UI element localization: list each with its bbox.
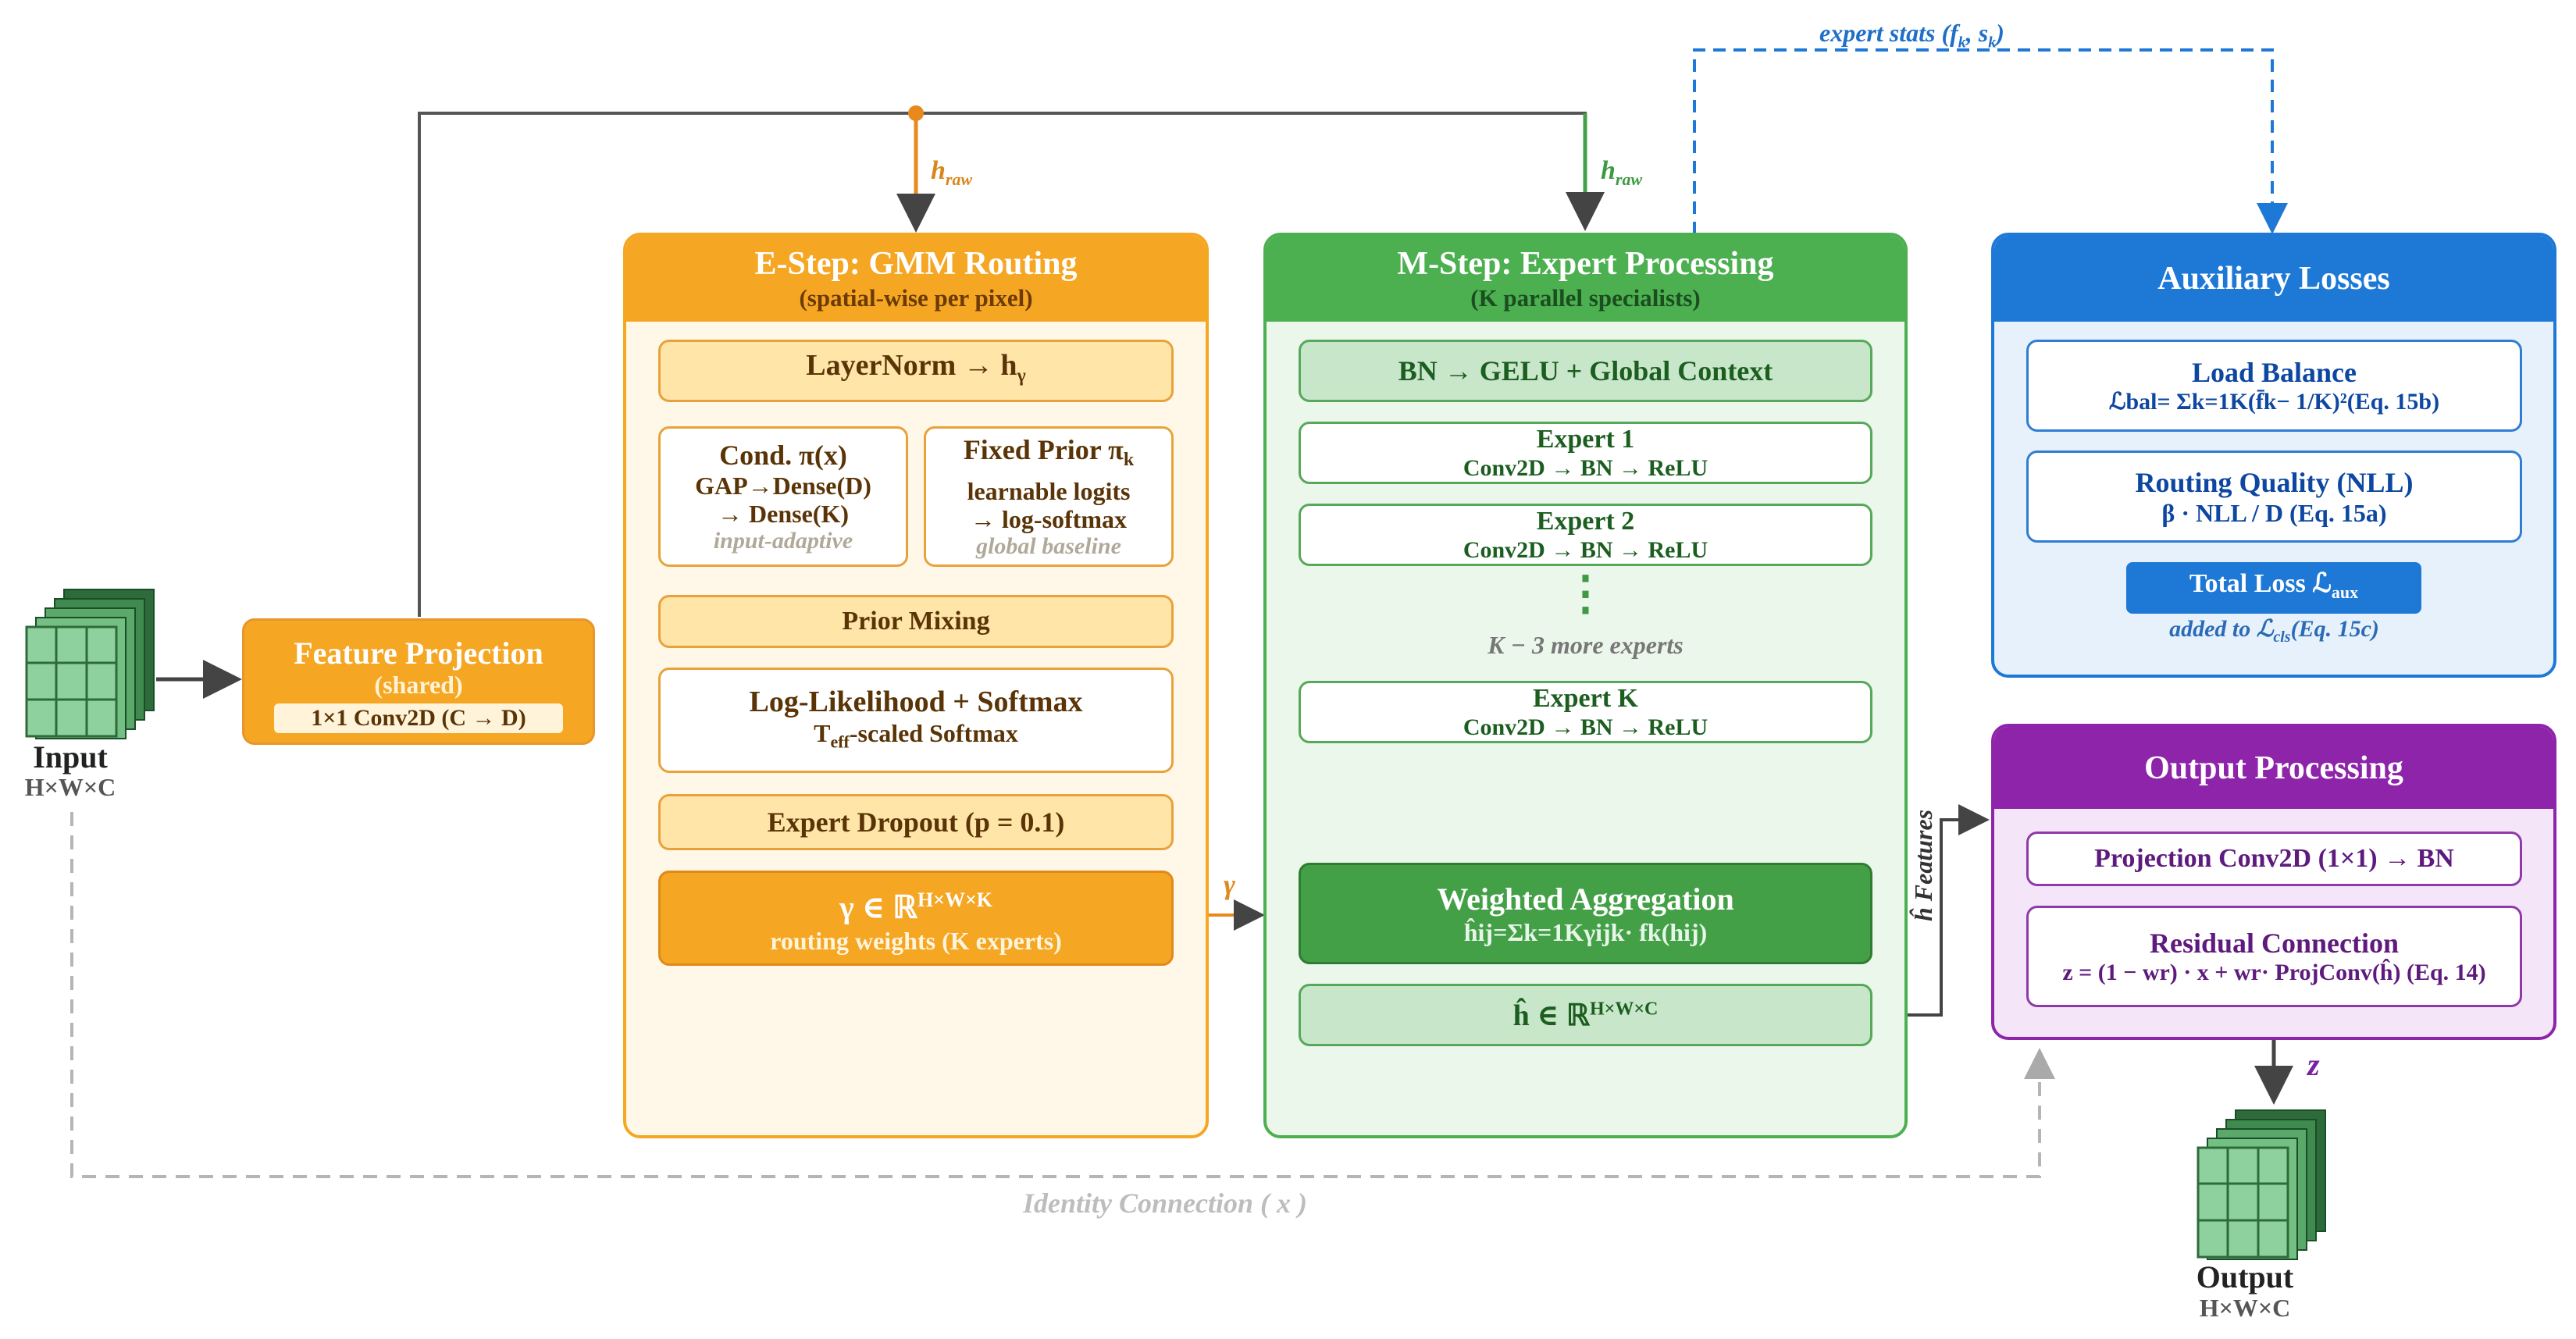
identity-connection-label: Identity Connection ( x ) <box>1023 1188 1308 1219</box>
prior-mixing-box: Prior Mixing <box>658 595 1174 648</box>
features-label: ĥ Features <box>1909 809 1937 921</box>
m-step-title: M-Step: Expert Processing <box>1397 246 1774 282</box>
expert-k-box: Expert K Conv2D → BN → ReLU <box>1299 681 1872 743</box>
wire-expert-stats <box>1693 48 2288 234</box>
expert-1-box: Expert 1 Conv2D → BN → ReLU <box>1299 422 1872 484</box>
e-step-title: E-Step: GMM Routing <box>754 246 1078 282</box>
feature-projection-subtitle: (shared) <box>374 671 463 699</box>
total-loss-box: Total Loss ℒaux <box>2126 562 2421 614</box>
hhat-output-box: ĥ ∈ ℝH×W×C <box>1299 984 1872 1046</box>
input-label: Input <box>33 739 108 775</box>
z-label: z <box>2307 1047 2320 1082</box>
log-likelihood-box: Log-Likelihood + Softmax Teff-scaled Sof… <box>658 668 1174 773</box>
bn-gelu-box: BN → GELU + Global Context <box>1299 340 1872 402</box>
h-raw-label-estep: hraw <box>931 156 973 189</box>
input-cube-icon <box>25 589 155 739</box>
output-cube-icon <box>2197 1109 2326 1260</box>
expert-stats-label: expert stats (fk, sk) <box>1819 19 2004 52</box>
added-to-label: added to ℒcls(Eq. 15c) <box>2169 616 2379 646</box>
expert-dropout-box: Expert Dropout (p = 0.1) <box>658 794 1174 850</box>
residual-connection-box: Residual Connection z = (1 − wr) · x + w… <box>2026 906 2522 1007</box>
input-dims: H×W×C <box>24 773 116 801</box>
feature-projection-op: 1×1 Conv2D (C → D) <box>274 703 563 733</box>
gamma-output-box: γ ∈ ℝH×W×K routing weights (K experts) <box>658 871 1174 966</box>
wire-features <box>1908 804 1990 1017</box>
more-experts-label: K − 3 more experts <box>1488 631 1683 659</box>
layernorm-box: LayerNorm → hγ <box>658 340 1174 402</box>
aux-header: Auxiliary Losses <box>1994 236 2553 322</box>
feature-projection-box: Feature Projection (shared) 1×1 Conv2D (… <box>242 618 595 745</box>
out-proc-title: Output Processing <box>2144 750 2403 786</box>
projection-box: Projection Conv2D (1×1) → BN <box>2026 832 2522 886</box>
fixed-prior-box: Fixed Prior πk learnable logits → log-so… <box>924 426 1174 567</box>
output-label: Output <box>2196 1259 2294 1294</box>
out-proc-header: Output Processing <box>1994 727 2553 809</box>
aux-title: Auxiliary Losses <box>2157 261 2390 297</box>
weighted-aggregation-box: Weighted Aggregation ĥij=Σk=1Kγijk· fk(h… <box>1299 863 1872 964</box>
e-step-header: E-Step: GMM Routing (spatial-wise per pi… <box>626 236 1206 322</box>
load-balance-box: Load Balance ℒbal= Σk=1K(f̄k− 1/K)²(Eq. … <box>2026 340 2522 432</box>
feature-projection-title: Feature Projection <box>294 636 543 671</box>
expert-2-box: Expert 2 Conv2D → BN → ReLU <box>1299 504 1872 566</box>
experts-ellipsis: ⋮ <box>1562 568 1609 619</box>
wire-identity <box>70 812 2055 1178</box>
gamma-label: γ <box>1224 869 1235 900</box>
m-step-subtitle: (K parallel specialists) <box>1470 284 1701 312</box>
m-step-header: M-Step: Expert Processing (K parallel sp… <box>1267 236 1904 322</box>
routing-quality-box: Routing Quality (NLL) β · NLL / D (Eq. 1… <box>2026 450 2522 543</box>
h-raw-label-mstep: hraw <box>1601 156 1643 189</box>
e-step-subtitle: (spatial-wise per pixel) <box>799 284 1033 312</box>
conditional-prior-box: Cond. π(x) GAP→Dense(D) → Dense(K) input… <box>658 426 908 567</box>
output-dims: H×W×C <box>2199 1294 2291 1322</box>
